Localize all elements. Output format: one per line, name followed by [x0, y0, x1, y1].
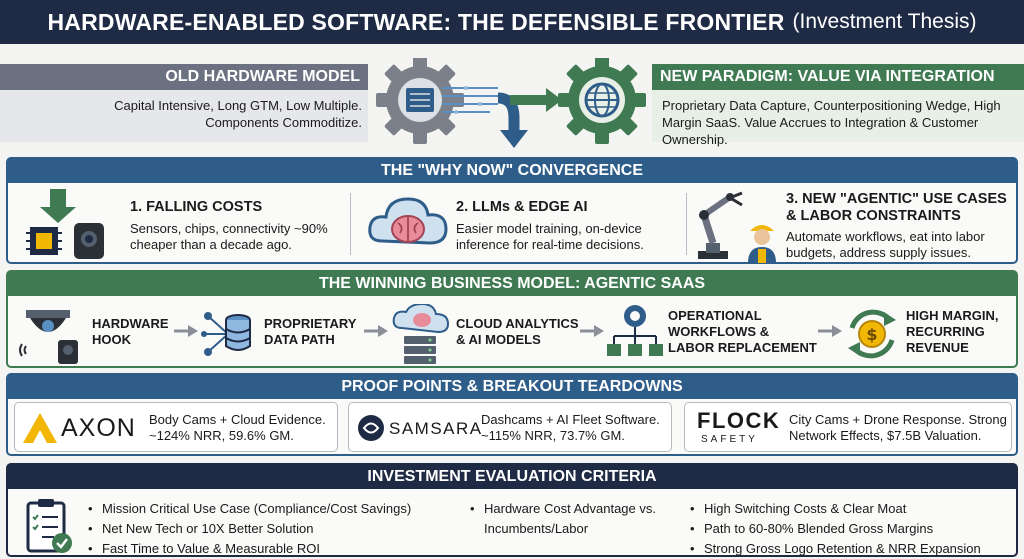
axon-logo-text: AXON — [61, 414, 136, 442]
page-title: HARDWARE-ENABLED SOFTWARE: THE DEFENSIBL… — [47, 8, 785, 35]
criteria-item: Net New Tech or 10X Better Solution — [88, 519, 458, 539]
flock-logo-text: FLOCK — [697, 408, 781, 433]
criteria-list-2: Hardware Cost Advantage vs. Incumbents/L… — [470, 499, 680, 539]
step-label: CLOUD ANALYTICS & AI MODELS — [456, 316, 579, 347]
step-label: HIGH MARGIN, RECURRING REVENUE — [906, 308, 999, 355]
criteria-item: Fast Time to Value & Measurable ROI — [88, 539, 458, 559]
step-label: PROPRIETARY DATA PATH — [264, 316, 357, 347]
step-high-margin-revenue: $ HIGH MARGIN, RECURRING REVENUE — [844, 298, 1016, 366]
step-label: OPERATIONAL WORKFLOWS & LABOR REPLACEMEN… — [668, 308, 817, 355]
camera-hardware-icon — [19, 310, 78, 364]
cloud-brain-icon — [368, 197, 448, 245]
database-network-icon — [201, 312, 251, 356]
chip-down-arrow-icon — [26, 189, 104, 259]
title-bar: HARDWARE-ENABLED SOFTWARE: THE DEFENSIBL… — [0, 0, 1024, 44]
arrow-right-icon — [818, 325, 842, 337]
why-item-agentic-use-cases: 3. NEW "AGENTIC" USE CASES & LABOR CONST… — [694, 185, 1014, 263]
business-model-header: THE WINNING BUSINESS MODEL: AGENTIC SAAS — [8, 272, 1016, 296]
why-now-section: THE "WHY NOW" CONVERGENCE 1. FALLING COS… — [6, 157, 1018, 264]
criteria-item: High Switching Costs & Clear Moat — [690, 499, 1010, 519]
flock-logo-subtext: SAFETY — [701, 434, 758, 445]
criteria-header: INVESTMENT EVALUATION CRITERIA — [8, 465, 1016, 489]
old-model-text: Capital Intensive, Long GTM, Low Multipl… — [114, 98, 362, 130]
arrow-right-icon — [580, 325, 604, 337]
arrow-right-icon — [364, 325, 388, 337]
arrow-right-icon — [174, 325, 198, 337]
proof-card-flock: FLOCK SAFETY City Cams + Drone Response.… — [684, 402, 1012, 452]
criteria-item: Path to 60-80% Blended Gross Margins — [690, 519, 1010, 539]
divider — [686, 193, 687, 255]
samsara-logo-icon — [358, 415, 384, 441]
proof-card-axon: AXON Body Cams + Cloud Evidence. ~124% N… — [14, 402, 338, 452]
proof-card-samsara: SAMSARA Dashcams + AI Fleet Software. ~1… — [348, 402, 672, 452]
why-now-header: THE "WHY NOW" CONVERGENCE — [8, 159, 1016, 183]
svg-text:$: $ — [866, 325, 877, 344]
why-item-text: Easier model training, on-device inferen… — [456, 221, 644, 252]
page-subtitle: (Investment Thesis) — [792, 10, 977, 33]
axon-logo-icon — [23, 413, 57, 443]
why-item-text: Sensors, chips, connectivity ~90% cheape… — [130, 221, 328, 252]
step-cloud-analytics: CLOUD ANALYTICS & AI MODELS — [390, 298, 580, 366]
criteria-list-1: Mission Critical Use Case (Compliance/Co… — [88, 499, 458, 559]
business-model-section: THE WINNING BUSINESS MODEL: AGENTIC SAAS… — [6, 270, 1018, 368]
proof-points-header: PROOF POINTS & BREAKOUT TEARDOWNS — [8, 375, 1016, 399]
proof-card-text: Dashcams + AI Fleet Software. ~115% NRR,… — [481, 412, 660, 443]
cloud-server-brain-icon — [392, 304, 450, 364]
why-item-title: 2. LLMs & EDGE AI — [456, 199, 588, 215]
step-proprietary-data-path: PROPRIETARY DATA PATH — [200, 298, 360, 366]
robot-arm-worker-icon — [698, 191, 776, 263]
why-item-text: Automate workflows, eat into labor budge… — [786, 229, 985, 260]
new-paradigm-panel: NEW PARADIGM: VALUE VIA INTEGRATION Prop… — [652, 64, 1024, 147]
proof-points-section: PROOF POINTS & BREAKOUT TEARDOWNS AXON B… — [6, 373, 1018, 456]
why-item-llms-edge-ai: 2. LLMs & EDGE AI Easier model training,… — [360, 185, 685, 263]
gray-gear-icon — [376, 58, 464, 144]
old-model-panel: OLD HARDWARE MODEL Capital Intensive, Lo… — [0, 64, 368, 142]
why-item-title: 3. NEW "AGENTIC" USE CASES & LABOR CONST… — [786, 191, 1007, 224]
criteria-item: Hardware Cost Advantage vs. Incumbents/L… — [470, 499, 680, 539]
new-paradigm-title: NEW PARADIGM: VALUE VIA INTEGRATION — [652, 64, 1024, 90]
checklist-clipboard-icon — [26, 499, 72, 553]
samsara-logo-text: SAMSARA — [389, 419, 483, 438]
proof-card-text: Body Cams + Cloud Evidence. ~124% NRR, 5… — [149, 412, 326, 443]
dollar-cycle-icon: $ — [848, 309, 896, 359]
divider — [350, 193, 351, 255]
step-label: HARDWARE HOOK — [92, 316, 169, 347]
step-hardware-hook: HARDWARE HOOK — [18, 298, 173, 366]
step-operational-workflows: OPERATIONAL WORKFLOWS & LABOR REPLACEMEN… — [606, 298, 817, 366]
why-item-title: 1. FALLING COSTS — [130, 199, 263, 215]
criteria-item: Strong Gross Logo Retention & NRR Expans… — [690, 539, 1010, 559]
workflow-gear-icon — [607, 305, 663, 356]
model-comparison: OLD HARDWARE MODEL Capital Intensive, Lo… — [0, 58, 1024, 150]
criteria-list-3: High Switching Costs & Clear Moat Path t… — [690, 499, 1010, 559]
old-model-title: OLD HARDWARE MODEL — [0, 64, 368, 90]
green-gear-icon — [558, 58, 646, 144]
criteria-item: Mission Critical Use Case (Compliance/Co… — [88, 499, 458, 519]
gears-transition-icon — [376, 58, 646, 148]
criteria-section: INVESTMENT EVALUATION CRITERIA Mission C… — [6, 463, 1018, 559]
new-paradigm-text: Proprietary Data Capture, Counterpositio… — [662, 98, 1001, 147]
why-item-falling-costs: 1. FALLING COSTS Sensors, chips, connect… — [18, 185, 348, 263]
proof-card-text: City Cams + Drone Response. Strong Netwo… — [789, 412, 1007, 443]
